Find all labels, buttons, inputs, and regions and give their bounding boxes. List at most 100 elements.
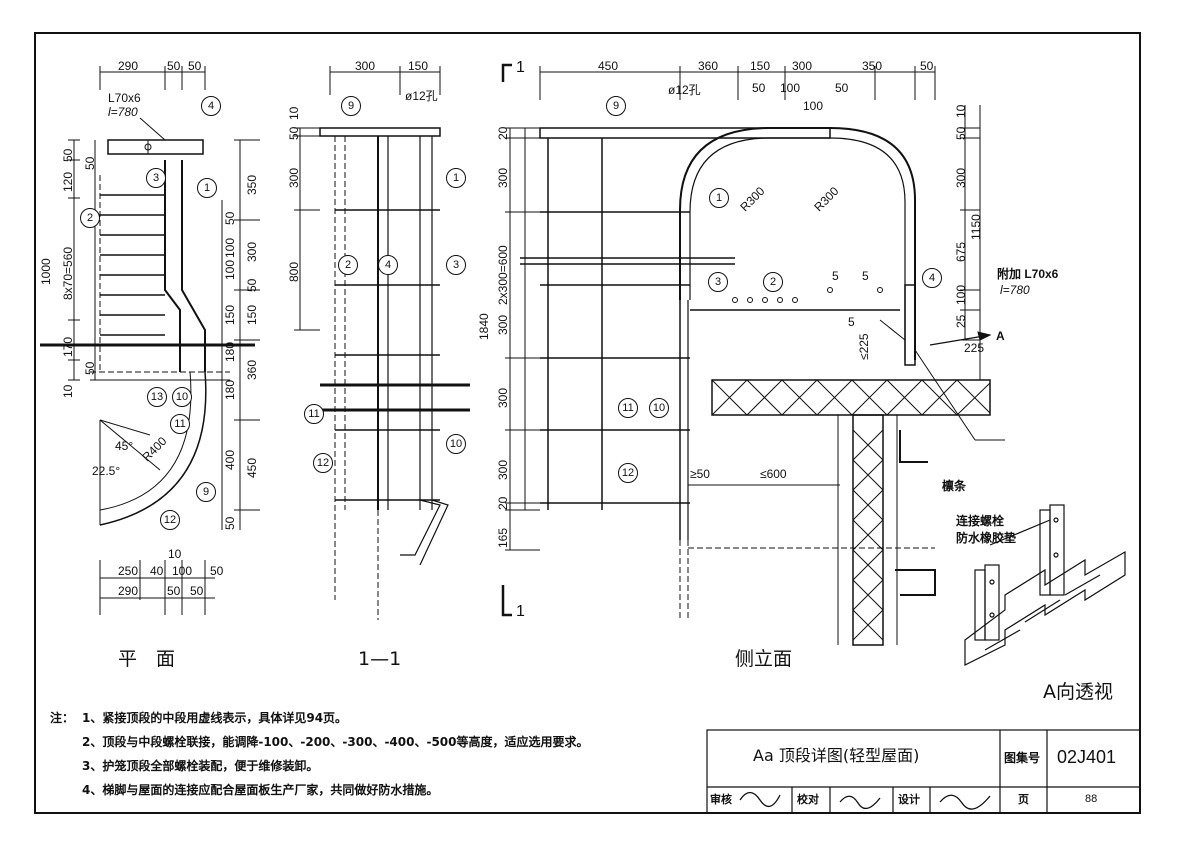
side-section-mark-bottom: 1 [516,603,525,620]
title-block-page-no: 88 [1085,793,1098,805]
section-callout-10: 10 [446,434,466,454]
plan-right-dim-1: 350 [245,174,259,195]
side-top2-dim-1: 50 [752,81,766,95]
side-right-dim-3: 300 [954,167,968,188]
plan-bottom2-dim-1: 290 [118,584,139,598]
plan-top-dim-2: 50 [167,59,181,73]
plan-bottom2-dim-2: 50 [167,584,181,598]
section-callout-3: 3 [446,255,466,275]
plan-angle-length: l=780 [108,105,138,119]
title-block-check-label: 校对 [797,793,819,806]
plan-view [40,66,260,615]
plan-right-dim-9: 180 [223,341,237,362]
title-block-review-label: 审核 [710,793,732,806]
plan-left-dim-5: 8x70=560 [61,246,75,300]
side-top-dim-1: 450 [598,59,619,73]
plan-left-dim-1: 50 [61,148,75,162]
plan-left-dim-4: 1000 [39,258,53,285]
side-right-dim-2: 50 [954,126,968,140]
plan-angle-member: L70x6 [108,91,141,105]
plan-bottom-small: 10 [168,547,182,561]
side-right-dim-7: 25 [954,314,968,328]
plan-bottom2-dim-3: 50 [190,584,204,598]
title-block-title: Aa 顶段详图(轻型屋面) [753,746,920,765]
section-top-dim-1: 300 [355,59,376,73]
note-item-2: 2、顶段与中段螺栓联接，能调降-100、-200、-300、-400、-500等… [82,735,589,749]
side-callout-4: 4 [922,268,942,288]
sheet-frame [34,32,1141,814]
plan-right-dim-4: 100 [223,237,237,258]
section-left-dim-2: 10 [287,106,301,120]
section-hole-label: ø12孔 [405,89,438,103]
plan-right-dim-13: 450 [245,457,259,478]
plan-bottom-dim-1: 250 [118,564,139,578]
side-callout-10: 10 [649,398,669,418]
side-dim-le600: ≤600 [760,467,787,481]
plan-bottom-dim-3: 100 [172,564,193,578]
side-hole-label: ø12孔 [668,83,701,97]
plan-right-dim-11: 180 [223,379,237,400]
side-top-dim-2: 360 [698,59,719,73]
section-top-dim-2: 150 [408,59,429,73]
plan-top-dim-3: 50 [188,59,202,73]
side-left-dim-2: 300 [496,167,510,188]
side-right-dim-1: 10 [954,104,968,118]
plan-right-dim-14: 50 [223,516,237,530]
side-weld-2: 5 [862,269,869,283]
side-top-dim-6: 50 [920,59,934,73]
plan-right-dim-6: 50 [245,278,259,292]
title-block-page-label: 页 [1018,793,1029,806]
section-callout-11: 11 [304,404,324,424]
section-callout-2: 2 [338,255,358,275]
plan-right-dim-12: 400 [223,449,237,470]
detail-caption: A向透视 [1043,681,1113,703]
side-callout-2: 2 [763,272,783,292]
side-weld-1: 5 [832,269,839,283]
side-elevation-view [501,63,1005,646]
section-callout-1: 1 [446,168,466,188]
side-caption: 侧立面 [735,648,793,670]
section-callout-4: 4 [378,255,398,275]
side-top-dim-4: 300 [792,59,813,73]
plan-right-dim-3: 300 [245,241,259,262]
side-callout-12: 12 [618,463,638,483]
side-callout-9: 9 [606,96,626,116]
plan-left-dim-2: 50 [83,156,97,170]
plan-angle-22: 22.5° [92,464,121,478]
side-dim-le225: ≤225 [857,333,871,360]
side-purlin-label: 檩条 [942,479,967,493]
side-top3-dim: 100 [803,99,824,113]
side-left-dim-3: 2x300=600 [496,245,510,305]
side-callout-1: 1 [709,188,729,208]
title-block-atlas-label: 图集号 [1004,751,1041,765]
plan-right-dim-8: 150 [245,304,259,325]
side-right-dim-6: 100 [954,284,968,305]
plan-left-dim-3: 120 [61,171,75,192]
plan-callout-10: 10 [172,387,192,407]
section-callout-9: 9 [341,96,361,116]
plan-right-dim-7: 150 [223,304,237,325]
detail-perspective [964,504,1126,666]
side-right-dim-4: 1150 [969,214,983,240]
detail-label-bolt: 连接螺栓 [956,514,1005,528]
plan-top-dim-1: 290 [118,59,139,73]
section-caption: 1—1 [358,648,402,670]
side-top2-dim-2: 100 [780,81,801,95]
plan-bottom-dim-2: 40 [150,564,164,578]
side-left-dim-8: 20 [496,496,510,510]
section-left-dim-1: 50 [287,126,301,140]
plan-callout-13: 13 [147,387,167,407]
side-top2-dim-3: 50 [835,81,849,95]
plan-callout-2: 2 [80,208,100,228]
side-left-dim-6: 300 [496,387,510,408]
plan-right-dim-10: 360 [245,359,259,380]
notes-prefix: 注： [50,711,75,725]
side-dim-ge50: ≥50 [690,467,710,481]
plan-left-dim-7: 50 [83,361,97,375]
side-left-dim-7: 300 [496,459,510,480]
note-item-4: 4、梯脚与屋面的连接应配合屋面板生产厂家，共同做好防水措施。 [82,783,439,797]
section-left-dim-4: 800 [287,261,301,282]
side-angle-note-2: l=780 [1000,283,1030,297]
side-angle-note-1: 附加 L70x6 [997,267,1059,281]
section-left-dim-3: 300 [287,167,301,188]
